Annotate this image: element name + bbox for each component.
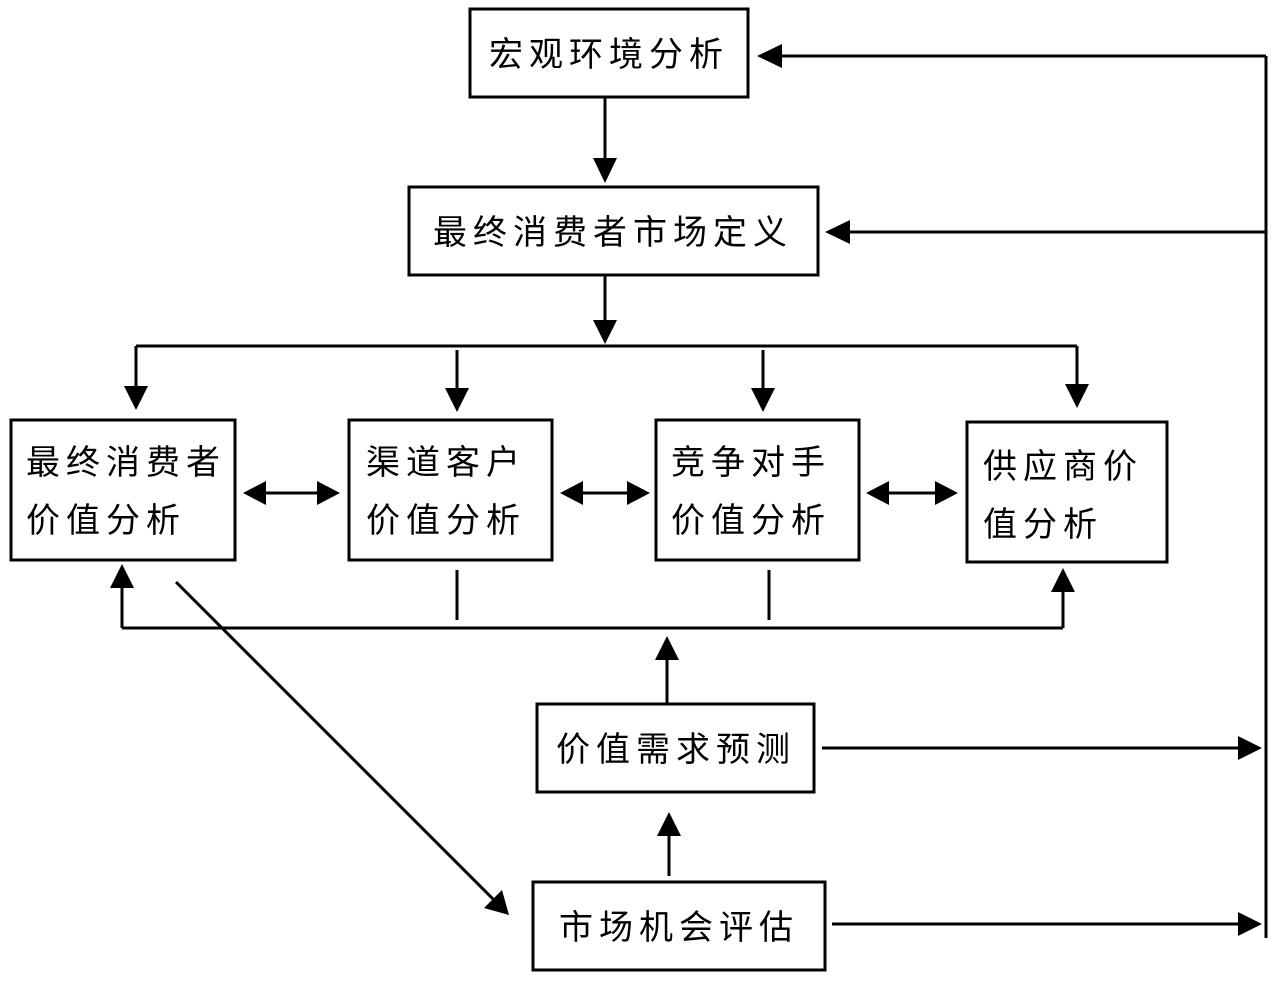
node-opportunity-label: 市场机会评估	[559, 908, 799, 948]
edge-macro-to-market-def	[593, 97, 617, 183]
edge-consumer-channel	[243, 481, 340, 505]
node-competitor: 竞争对手 价值分析	[654, 418, 861, 562]
edge-channel-competitor	[560, 481, 650, 505]
edge-consumer-to-opportunity	[174, 580, 509, 915]
node-opportunity: 市场机会评估	[531, 880, 827, 972]
node-competitor-label: 竞争对手	[671, 443, 831, 483]
node-forecast-label: 价值需求预测	[556, 730, 796, 770]
node-macro-label: 宏观环境分析	[489, 35, 729, 75]
node-channel-label: 渠道客户	[366, 443, 526, 483]
node-channel-label-2: 价值分析	[366, 501, 526, 541]
edge-forecast-to-analysis	[110, 564, 1075, 704]
node-competitor-label-2: 价值分析	[671, 501, 831, 541]
node-channel: 渠道客户 价值分析	[347, 418, 554, 562]
node-supplier-label-2: 值分析	[983, 505, 1103, 545]
edge-right-feedback-loop	[757, 44, 1268, 938]
edge-market-def-to-analysis	[124, 275, 1089, 412]
node-market-def: 最终消费者市场定义	[407, 185, 820, 277]
edge-opportunity-to-forecast	[657, 812, 681, 876]
node-market-def-label: 最终消费者市场定义	[433, 213, 793, 253]
node-consumer-label-2: 价值分析	[26, 501, 186, 541]
node-supplier-label: 供应商价	[983, 447, 1143, 487]
node-consumer-label: 最终消费者	[26, 443, 226, 483]
node-forecast: 价值需求预测	[535, 702, 816, 794]
edge-competitor-supplier	[866, 481, 958, 505]
node-consumer: 最终消费者 价值分析	[9, 418, 237, 562]
node-supplier: 供应商价 值分析	[965, 420, 1169, 564]
node-macro: 宏观环境分析	[468, 7, 750, 99]
